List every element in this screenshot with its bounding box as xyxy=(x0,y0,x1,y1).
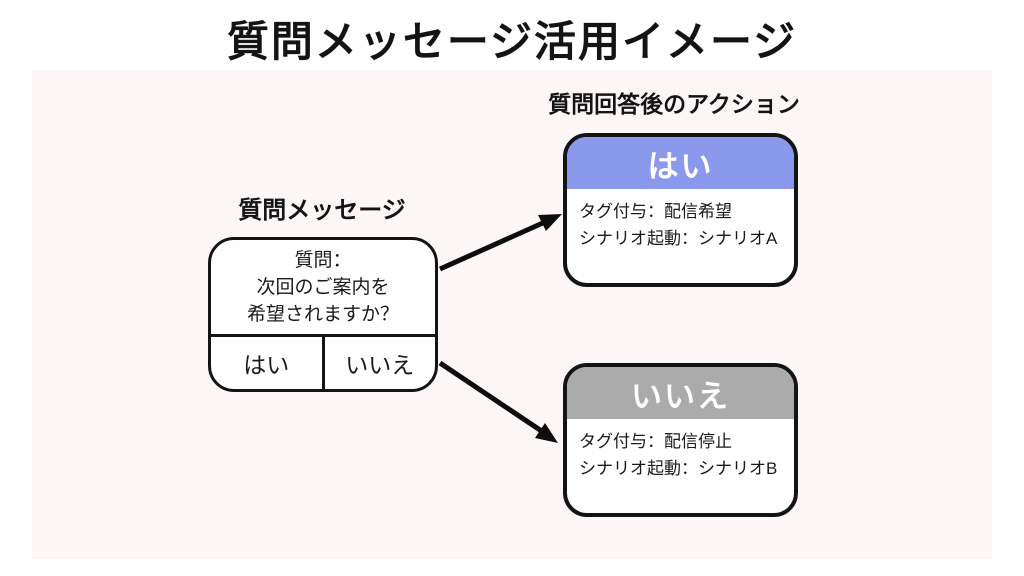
action-line: シナリオ起動：シナリオA xyxy=(579,229,778,248)
question-text-line: 次回のご案内を xyxy=(256,276,390,298)
question-message-label: 質問メッセージ xyxy=(238,197,406,224)
action-body-no: タグ付与：配信停止 シナリオ起動：シナリオB xyxy=(567,419,794,513)
action-line: シナリオ起動：シナリオB xyxy=(579,459,778,478)
answer-row: はい いいえ xyxy=(211,334,435,389)
answer-option-yes: はい xyxy=(243,352,290,378)
action-header-yes: はい xyxy=(567,137,794,189)
question-message-box: 質問： 次回のご案内を 希望されますか？ はい いいえ xyxy=(208,237,438,392)
question-text: 質問： 次回のご案内を 希望されますか？ xyxy=(211,240,435,334)
question-text-line: 希望されますか？ xyxy=(246,303,399,325)
answer-option-no: いいえ xyxy=(321,337,436,389)
page-title: 質問メッセージ活用イメージ xyxy=(226,18,798,65)
action-header-no: いいえ xyxy=(567,367,794,419)
question-text-line: 質問： xyxy=(294,249,352,271)
content-panel xyxy=(32,70,992,559)
action-line: タグ付与：配信希望 xyxy=(579,202,732,221)
action-body-yes: タグ付与：配信希望 シナリオ起動：シナリオA xyxy=(567,189,794,283)
action-line: タグ付与：配信停止 xyxy=(579,432,732,451)
post-answer-action-label: 質問回答後のアクション xyxy=(548,91,800,117)
action-box-no: いいえ タグ付与：配信停止 シナリオ起動：シナリオB xyxy=(563,363,798,517)
action-box-yes: はい タグ付与：配信希望 シナリオ起動：シナリオA xyxy=(563,133,798,287)
